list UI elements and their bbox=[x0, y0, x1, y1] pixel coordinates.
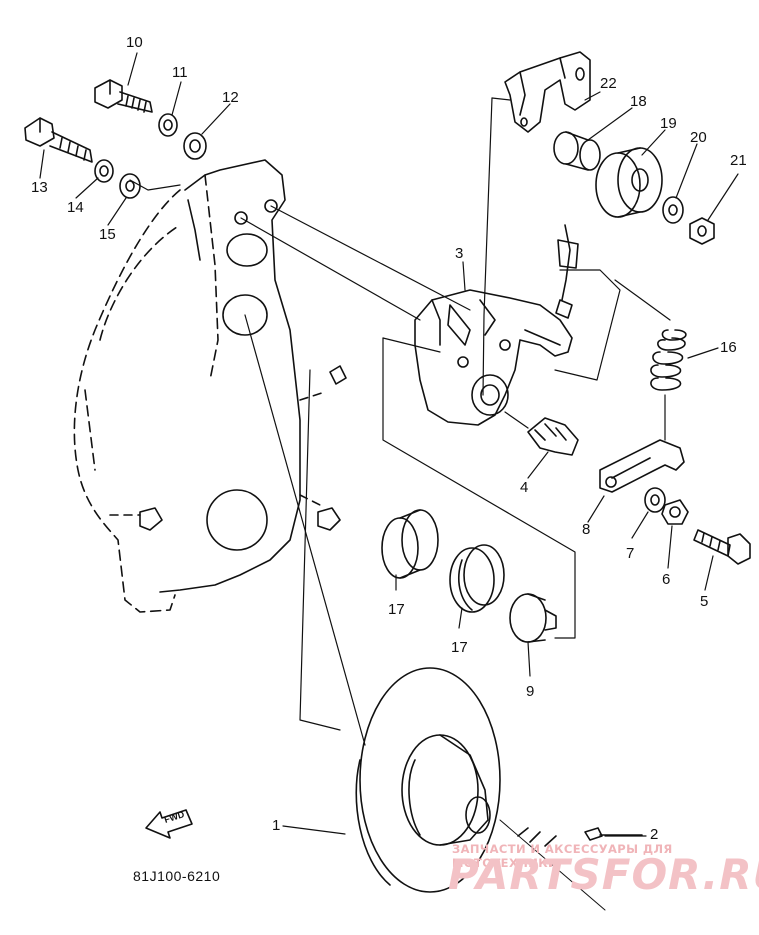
bolt-5 bbox=[693, 529, 751, 565]
label-leaders bbox=[39, 52, 739, 837]
lock-washer-11 bbox=[158, 113, 178, 137]
label-part-8: 8 bbox=[582, 521, 591, 538]
label-part-10: 10 bbox=[126, 34, 143, 51]
label-part-17b: 17 bbox=[451, 639, 468, 656]
label-part-13: 13 bbox=[31, 179, 48, 196]
label-part-2: 2 bbox=[650, 826, 659, 843]
pulley-19 bbox=[595, 147, 663, 218]
spring-16 bbox=[650, 329, 687, 391]
fwd-arrow-icon bbox=[145, 809, 193, 839]
label-part-15: 15 bbox=[99, 226, 116, 243]
bolt-13 bbox=[24, 117, 93, 163]
label-part-20: 20 bbox=[690, 129, 707, 146]
label-part-1: 1 bbox=[272, 817, 281, 834]
washer-7 bbox=[644, 487, 666, 513]
bushing-17a bbox=[381, 509, 439, 579]
arm-plate-8 bbox=[599, 439, 685, 493]
key-2 bbox=[517, 827, 643, 847]
label-part-17a: 17 bbox=[388, 601, 405, 618]
bracket-22 bbox=[504, 51, 591, 133]
label-part-4: 4 bbox=[520, 479, 529, 496]
label-part-9: 9 bbox=[526, 683, 535, 700]
label-part-5: 5 bbox=[700, 593, 709, 610]
spacer-9 bbox=[509, 593, 557, 643]
label-part-22: 22 bbox=[600, 75, 617, 92]
nut-6 bbox=[661, 499, 689, 525]
washer-12 bbox=[183, 132, 207, 160]
bushing-17b bbox=[449, 544, 505, 613]
bolt-10 bbox=[94, 79, 153, 113]
watermark-brand: PARTSFOR.RU bbox=[448, 850, 759, 899]
nut-21 bbox=[689, 217, 715, 245]
washer-20 bbox=[662, 196, 684, 224]
label-part-21: 21 bbox=[730, 152, 747, 169]
label-part-6: 6 bbox=[662, 571, 671, 588]
housing-3 bbox=[414, 289, 573, 426]
frame-bracket bbox=[73, 159, 347, 613]
label-part-11: 11 bbox=[172, 64, 188, 81]
label-part-14: 14 bbox=[67, 199, 84, 216]
watermark-tagline: ЗАПЧАСТИ И АКСЕССУАРЫ ДЛЯ МОТОТЕХНИКИ bbox=[452, 842, 673, 870]
assembly-leader-lines bbox=[129, 97, 671, 911]
label-part-16: 16 bbox=[720, 339, 737, 356]
diagram-code: 81J100-6210 bbox=[133, 868, 221, 884]
label-part-3: 3 bbox=[455, 245, 464, 262]
collar-18 bbox=[553, 131, 601, 171]
sheave-1 bbox=[355, 667, 501, 893]
cam-4 bbox=[527, 417, 579, 456]
label-part-19: 19 bbox=[660, 115, 677, 132]
lock-washer-14 bbox=[94, 159, 114, 183]
washer-15 bbox=[119, 173, 141, 199]
label-part-7: 7 bbox=[626, 545, 635, 562]
label-part-18: 18 bbox=[630, 93, 647, 110]
cable-end bbox=[555, 224, 579, 319]
label-part-12: 12 bbox=[222, 89, 239, 106]
